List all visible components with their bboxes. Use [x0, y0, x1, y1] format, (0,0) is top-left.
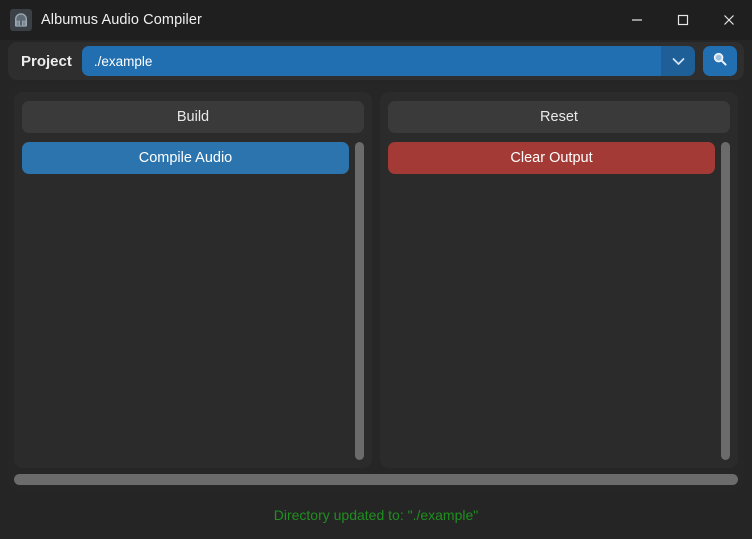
panel-header-reset[interactable]: Reset: [388, 101, 730, 133]
panel-body-reset: Clear Output: [388, 133, 730, 460]
browse-directory-button[interactable]: [703, 46, 737, 76]
vertical-scrollbar-build[interactable]: [355, 142, 364, 460]
window-controls: [614, 0, 752, 40]
panel-body-build: Compile Audio: [22, 133, 364, 460]
close-icon[interactable]: [706, 0, 752, 40]
horizontal-scrollbar-thumb[interactable]: [14, 474, 738, 485]
panel-list-build: Compile Audio: [22, 142, 355, 460]
project-combobox[interactable]: ./example: [81, 46, 695, 76]
compile-audio-button[interactable]: Compile Audio: [22, 142, 349, 174]
panel-build: Build Compile Audio: [14, 92, 372, 468]
search-icon: [712, 51, 728, 72]
title-bar: Albumus Audio Compiler: [0, 0, 752, 40]
status-message: Directory updated to: "./example": [273, 507, 479, 523]
vertical-scrollbar-thumb[interactable]: [721, 142, 730, 460]
horizontal-scrollbar[interactable]: [14, 474, 738, 485]
app-title: Albumus Audio Compiler: [41, 12, 202, 28]
panels-row: Build Compile Audio Reset Clear Output: [14, 92, 738, 468]
minimize-icon[interactable]: [614, 0, 660, 40]
vertical-scrollbar-thumb[interactable]: [355, 142, 364, 460]
panel-header-build[interactable]: Build: [22, 101, 364, 133]
chevron-down-icon[interactable]: [661, 46, 695, 76]
title-bar-left: Albumus Audio Compiler: [0, 9, 202, 31]
content-area: Build Compile Audio Reset Clear Output: [8, 86, 744, 491]
status-bar: Directory updated to: "./example": [0, 491, 752, 539]
clear-output-button[interactable]: Clear Output: [388, 142, 715, 174]
vertical-scrollbar-reset[interactable]: [721, 142, 730, 460]
project-label: Project: [21, 52, 72, 70]
project-bar-wrapper: Project ./example: [0, 40, 752, 86]
maximize-icon[interactable]: [660, 0, 706, 40]
panel-reset: Reset Clear Output: [380, 92, 738, 468]
panel-list-reset: Clear Output: [388, 142, 721, 460]
project-path-input[interactable]: ./example: [81, 46, 661, 76]
project-bar: Project ./example: [8, 42, 744, 80]
helmet-icon: [10, 9, 32, 31]
